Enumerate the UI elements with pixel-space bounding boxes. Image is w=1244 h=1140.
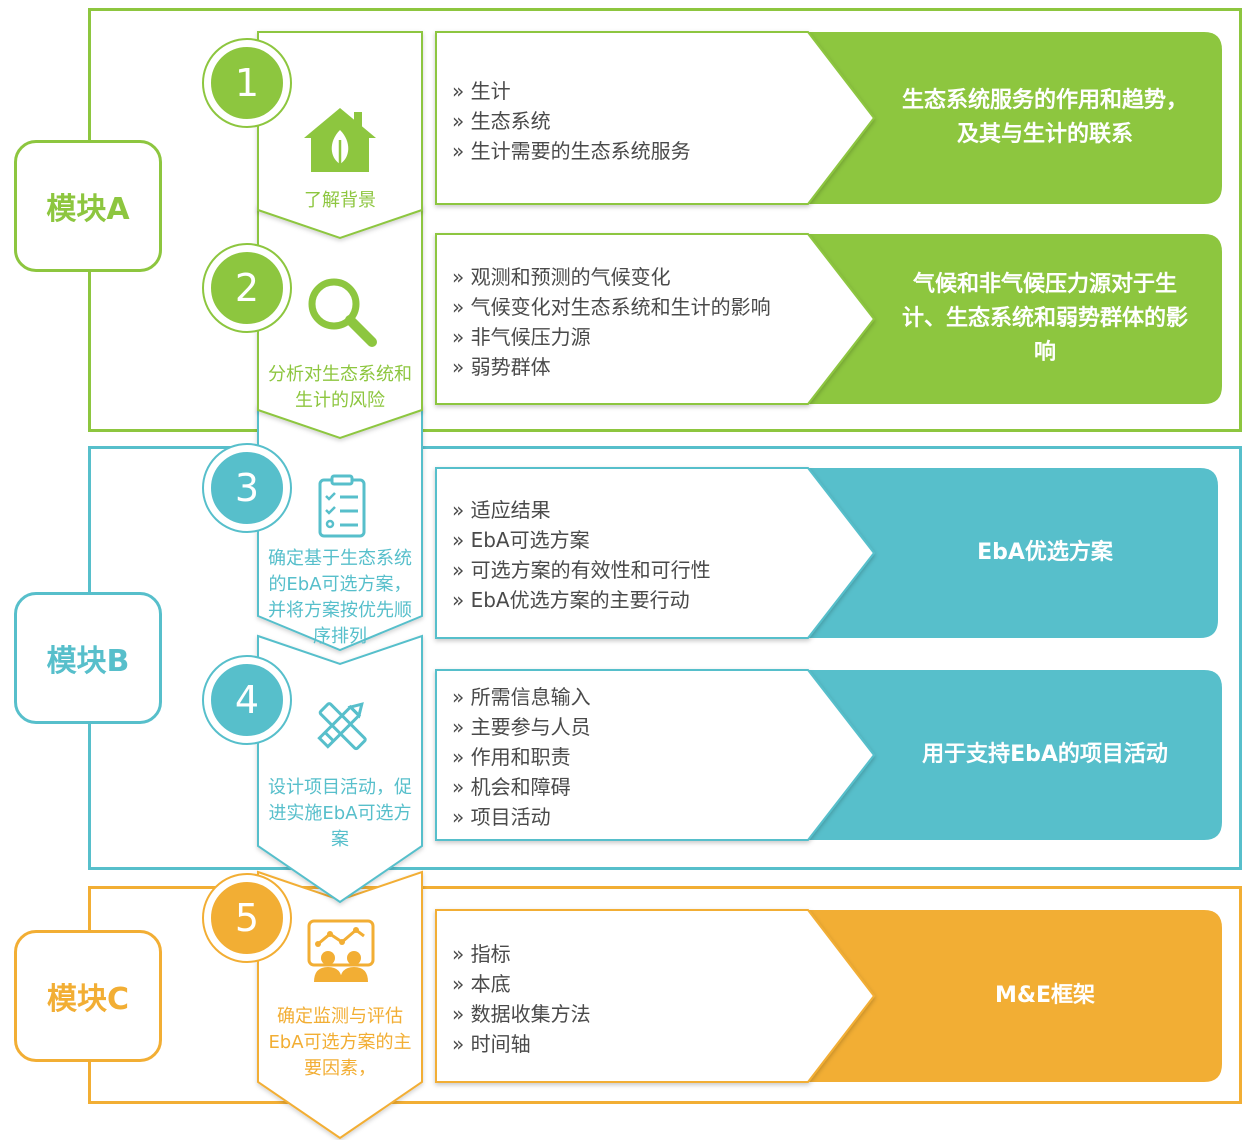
step-4-number: 4 [208,661,286,739]
row-2-result-box [800,234,1222,404]
list-item: » 生计 [452,79,511,103]
list-item: » 弱势群体 [452,355,551,379]
list-item: » 项目活动 [452,805,551,829]
module-b-label: 模块B [14,592,162,724]
list-item: » 机会和障碍 [452,775,571,799]
list-item: » EbA可选方案 [452,528,590,552]
list-item: » 主要参与人员 [452,715,591,739]
pencil-ruler-icon [317,702,367,751]
list-item: » 数据收集方法 [452,1002,591,1026]
step-1-number: 1 [208,44,286,122]
row-4-arrow-box [435,669,876,841]
row-5-arrow-box [435,909,876,1083]
list-item: » 可选方案的有效性和可行性 [452,558,711,582]
step-2-text: 分析对生态系统和生计的风险 [268,364,412,411]
step-3-number: 3 [208,449,286,527]
row-5-result: M&E框架 [994,983,1096,1008]
row-1-list: » 生计 » 生态系统 » 生计需要的生态系统服务 [452,76,691,166]
module-c-label: 模块C [14,930,162,1062]
row-2-result: 气候和非气候压力源对于生计、生态系统和弱势群体的影响 [901,272,1188,365]
checklist-icon [318,474,366,538]
list-item: » 生态系统 [452,109,551,133]
step-4-text: 设计项目活动，促进实施EbA可选方案 [268,777,412,850]
list-item: » 作用和职责 [452,745,571,769]
list-item: » 非气候压力源 [452,325,591,349]
step-2-number: 2 [208,249,286,327]
people-chart-icon [307,919,375,982]
row-5-list: » 指标 » 本底 » 数据收集方法 » 时间轴 [452,939,591,1059]
row-1-arrow-box [435,31,876,205]
list-item: » 时间轴 [452,1032,531,1056]
row-4-result-box [800,670,1222,840]
row-2-arrow-box [435,233,876,405]
row-4-result: 用于支持EbA的项目活动 [922,742,1168,767]
row-2-list: » 观测和预测的气候变化 » 气候变化对生态系统和生计的影响 » 非气候压力源 … [452,262,771,382]
list-item: » EbA优选方案的主要行动 [452,588,690,612]
module-a-label: 模块A [14,140,162,272]
row-4-list: » 所需信息输入 » 主要参与人员 » 作用和职责 » 机会和障碍 » 项目活动 [452,682,591,832]
step-5-number: 5 [208,879,286,957]
list-item: » 所需信息输入 [452,685,591,709]
list-item: » 本底 [452,972,511,996]
row-1-result: 生态系统服务的作用和趋势，及其与生计的联系 [901,88,1188,147]
list-item: » 生计需要的生态系统服务 [452,139,691,163]
house-leaf-icon [304,108,376,172]
row-5-result-box [800,910,1222,1082]
list-item: » 适应结果 [452,498,551,522]
list-item: » 指标 [452,942,511,966]
step-1-text: 了解背景 [304,190,376,211]
row-1-result-box [800,32,1222,204]
row-3-arrow-box [435,467,876,639]
magnifier-icon [308,278,377,347]
row-3-result: EbA优选方案 [977,540,1113,565]
list-item: » 气候变化对生态系统和生计的影响 [452,295,771,319]
step-4-chevron [257,634,423,904]
row-3-list: » 适应结果 » EbA可选方案 » 可选方案的有效性和可行性 » EbA优选方… [452,495,711,615]
step-5-text: 确定监测与评估EbA可选方案的主要因素， [268,1006,412,1079]
row-3-result-box [800,468,1218,638]
step-3-text: 确定基于生态系统的EbA可选方案，并将方案按优先顺序排列 [268,548,412,647]
list-item: » 观测和预测的气候变化 [452,265,671,289]
